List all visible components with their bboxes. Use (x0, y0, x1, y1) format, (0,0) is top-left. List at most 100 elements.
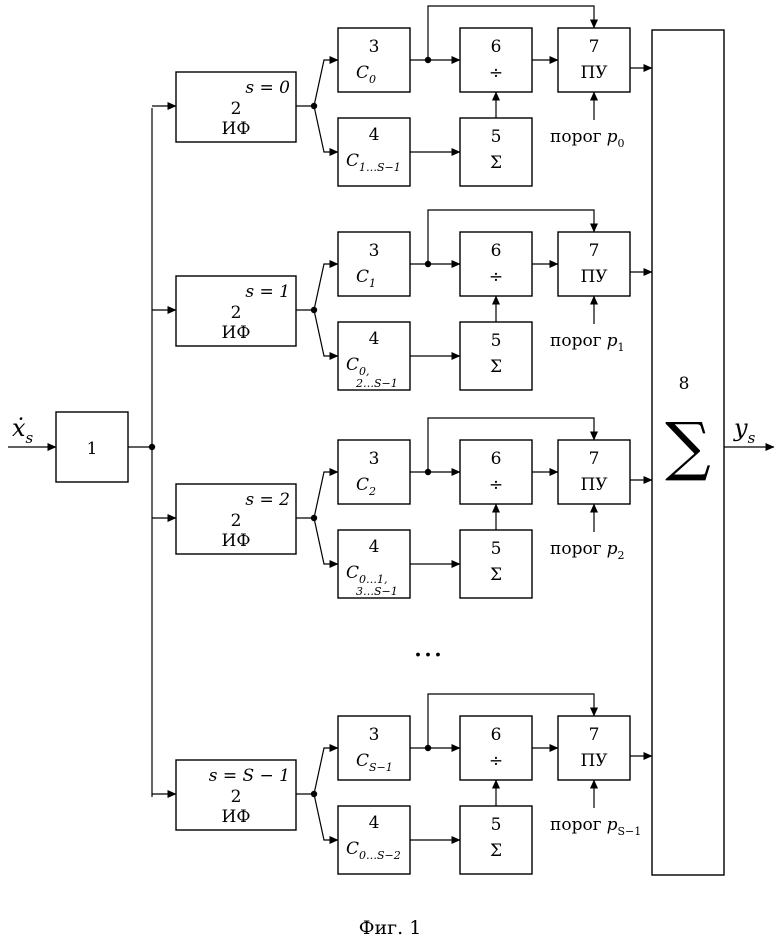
threshold-subscript: S−1 (617, 825, 641, 838)
own-correlator-symbol: C (356, 751, 369, 771)
threshold-symbol: p (607, 331, 618, 351)
channels: s = 02ИФ3C04C1…S−16÷5Σ7ПУпорогp0s = 12ИФ… (152, 6, 652, 874)
other-correlator-block-4: 4C1…S−1 (338, 118, 410, 186)
adder-number: 5 (491, 815, 502, 835)
other-correlator-subscript-2: 2…S−1 (355, 377, 398, 390)
divider-block-6: 6÷ (460, 232, 532, 296)
to-other-correlator-wire (314, 518, 338, 564)
adder-number: 5 (491, 127, 502, 147)
other-correlator-block-4: 4C0,2…S−1 (338, 322, 410, 390)
block-1-number: 1 (87, 439, 98, 459)
filter-label: ИФ (222, 531, 251, 551)
filter-number: 2 (231, 99, 242, 119)
other-correlator-block-4: 4C0…1,3…S−1 (338, 530, 410, 598)
divider-number: 6 (491, 37, 502, 57)
other-correlator-block-4: 4C0…S−2 (338, 806, 410, 874)
filter-label: ИФ (222, 323, 251, 343)
threshold-caption: порогpS−1 (550, 815, 641, 838)
output-symbol: y (733, 414, 748, 442)
input-label: ẋs (12, 414, 34, 447)
filter-label: ИФ (222, 119, 251, 139)
adder-number: 5 (491, 331, 502, 351)
threshold-number: 7 (589, 449, 600, 469)
adder-symbol: Σ (490, 153, 502, 173)
threshold-block-7: 7ПУ (558, 716, 630, 780)
other-correlator-symbol: C (346, 839, 359, 859)
other-correlator-subscript: 1…S−1 (359, 161, 401, 174)
to-other-correlator-wire (314, 310, 338, 356)
threshold-subscript: 1 (617, 341, 624, 354)
own-correlator-subscript: 1 (369, 277, 376, 290)
threshold-block-7: 7ПУ (558, 232, 630, 296)
own-correlator-block-3: 3CS−1 (338, 716, 410, 780)
adder-block-5: 5Σ (460, 530, 532, 598)
filter-number: 2 (231, 303, 242, 323)
other-correlator-number: 4 (369, 125, 380, 145)
channel-index-label: s = S − 1 (209, 766, 290, 786)
other-correlator-symbol: C (346, 151, 359, 171)
channel-index-label: s = 1 (245, 282, 290, 302)
threshold-word: порог (550, 127, 602, 147)
threshold-block-7: 7ПУ (558, 28, 630, 92)
channel-2: s = 22ИФ3C24C0…1,3…S−16÷5Σ7ПУпорогp2 (152, 418, 652, 598)
threshold-block-7: 7ПУ (558, 440, 630, 504)
own-correlator-number: 3 (369, 449, 380, 469)
summator-symbol: ∑ (665, 410, 711, 484)
to-own-correlator-wire (314, 264, 338, 310)
threshold-caption: порогp1 (550, 331, 624, 354)
adder-symbol: Σ (490, 565, 502, 585)
threshold-label: ПУ (580, 267, 608, 287)
divider-block-6: 6÷ (460, 716, 532, 780)
own-correlator-block-3: 3C0 (338, 28, 410, 92)
divider-symbol: ÷ (489, 267, 503, 287)
divider-symbol: ÷ (489, 63, 503, 83)
own-correlator-block-3: 3C1 (338, 232, 410, 296)
threshold-word: порог (550, 331, 602, 351)
divider-number: 6 (491, 449, 502, 469)
own-correlator-number: 3 (369, 241, 380, 261)
own-correlator-number: 3 (369, 37, 380, 57)
divider-number: 6 (491, 241, 502, 261)
summator-block-8: 8 ∑ (652, 30, 724, 875)
input-subscript: s (26, 429, 34, 447)
channel-index-label: s = 0 (245, 78, 290, 98)
filter-label: ИФ (222, 807, 251, 827)
divider-block-6: 6÷ (460, 28, 532, 92)
threshold-label: ПУ (580, 751, 608, 771)
other-correlator-number: 4 (369, 537, 380, 557)
to-other-correlator-wire (314, 794, 338, 840)
own-correlator-symbol: C (356, 475, 369, 495)
filter-number: 2 (231, 787, 242, 807)
threshold-symbol: p (607, 815, 618, 835)
filter-block-2: s = S − 12ИФ (176, 760, 296, 830)
other-correlator-symbol: C (346, 355, 359, 375)
other-correlator-symbol: C (346, 563, 359, 583)
input-symbol: ẋ (12, 414, 26, 442)
adder-number: 5 (491, 539, 502, 559)
own-correlator-subscript: 2 (368, 485, 376, 498)
own-correlator-symbol: C (356, 63, 369, 83)
filter-block-2: s = 02ИФ (176, 72, 296, 142)
threshold-symbol: p (607, 539, 618, 559)
to-own-correlator-wire (314, 472, 338, 518)
threshold-word: порог (550, 815, 602, 835)
adder-symbol: Σ (490, 841, 502, 861)
own-correlator-symbol: C (356, 267, 369, 287)
filter-block-2: s = 12ИФ (176, 276, 296, 346)
figure-caption: Фиг. 1 (359, 917, 422, 939)
own-correlator-block-3: 3C2 (338, 440, 410, 504)
divider-symbol: ÷ (489, 751, 503, 771)
own-correlator-subscript: S−1 (369, 761, 393, 774)
own-correlator-number: 3 (369, 725, 380, 745)
output-subscript: s (748, 429, 756, 447)
adder-block-5: 5Σ (460, 118, 532, 186)
other-correlator-subscript: 0…S−2 (359, 849, 401, 862)
threshold-caption: порогp0 (550, 127, 624, 150)
threshold-number: 7 (589, 725, 600, 745)
threshold-number: 7 (589, 241, 600, 261)
channel-ellipsis: … (413, 629, 443, 664)
divider-block-6: 6÷ (460, 440, 532, 504)
threshold-subscript: 0 (617, 137, 624, 150)
threshold-subscript: 2 (617, 549, 624, 562)
